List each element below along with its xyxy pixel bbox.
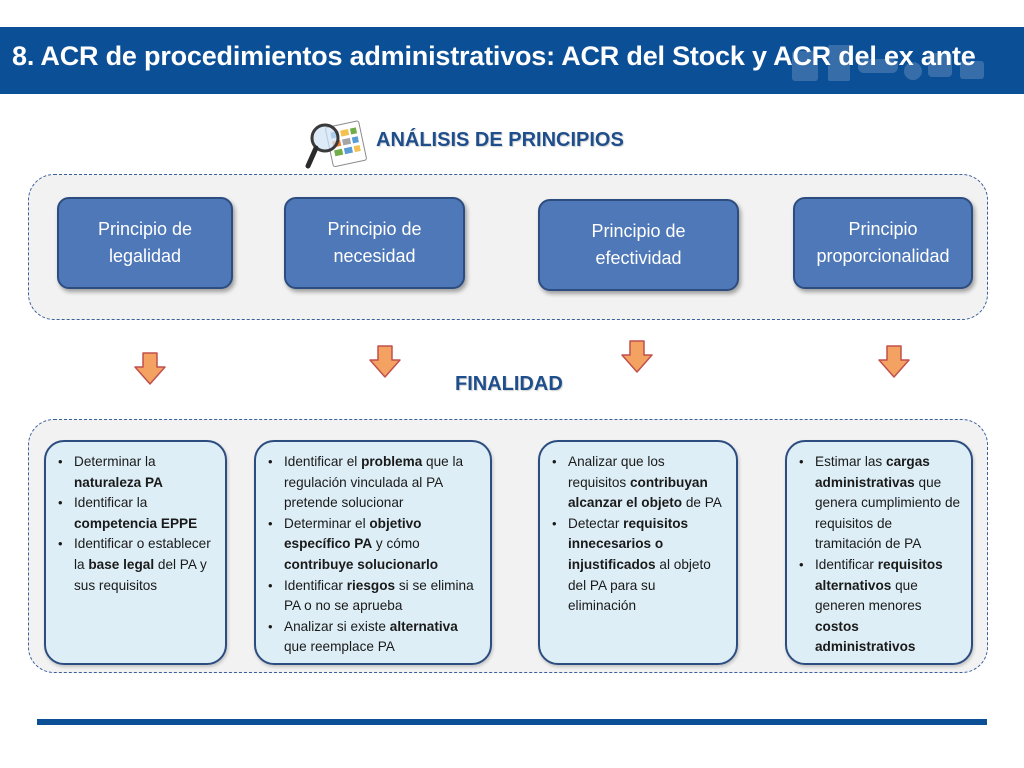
bullet-bold-text: objetivo específico PA <box>284 515 422 552</box>
footer-bar <box>37 719 987 725</box>
bullet-text: al objeto del PA para su eliminación <box>568 556 711 614</box>
bullet-bold-text: competencia EPPE <box>74 515 198 531</box>
principle-line: Principio <box>848 219 918 239</box>
principle-line: Principio de <box>591 221 686 241</box>
finalidad-card-necesidad: Identificar el problema que la regulació… <box>254 440 492 665</box>
bullet-text: y cómo <box>372 536 420 552</box>
transport-icons-decoration <box>792 45 984 81</box>
principle-line: Principio de <box>327 219 422 239</box>
bullet-text: Determinar la <box>74 454 156 469</box>
principle-line: necesidad <box>333 246 416 266</box>
bullet-item: Identificar o establecer la base legal d… <box>56 534 215 596</box>
bullet-text: del PA y sus requisitos <box>74 556 207 593</box>
bullet-bold-text: requisitos innecesarios o injustificados <box>568 515 689 572</box>
bullet-item: Detectar requisitos innecesarios o injus… <box>550 514 726 617</box>
finalidad-card-proporcionalidad: Estimar las cargas administrativas que g… <box>785 440 973 665</box>
bullet-text: Detectar <box>568 515 624 531</box>
bullet-text: Determinar el <box>284 515 370 531</box>
bullet-text: Identificar el <box>284 454 362 469</box>
down-arrow-icon <box>621 340 653 373</box>
principle-line: efectividad <box>595 248 682 268</box>
principle-necesidad-box: Principio de necesidad <box>284 197 465 289</box>
bullet-item: Determinar el objetivo específico PA y c… <box>266 514 480 576</box>
principle-legalidad-box: Principio de legalidad <box>57 197 233 289</box>
finalidad-heading: FINALIDAD <box>455 373 563 395</box>
bullet-item: Identificar requisitos alternativos que … <box>797 555 961 658</box>
principle-proporcionalidad-box: Principio proporcionalidad <box>793 197 973 289</box>
bullet-item: Identificar riesgos si se elimina PA o n… <box>266 576 480 617</box>
finalidad-card-efectividad: Analizar que los requisitos contribuyan … <box>538 440 738 665</box>
principle-line: Principio de <box>97 219 193 239</box>
bullet-text: que reemplace PA <box>284 639 395 655</box>
bullet-item: Identificar el problema que la regulació… <box>266 452 480 514</box>
principle-line: proporcionalidad <box>816 246 950 266</box>
bullet-bold-text: requisitos alternativos <box>815 556 943 593</box>
bullet-text: que la regulación vinculada al PA preten… <box>284 454 464 511</box>
bullet-text: que generen menores <box>815 577 922 614</box>
bullet-text: Identificar <box>815 556 878 572</box>
bullet-item: Analizar que los requisitos contribuyan … <box>550 452 726 514</box>
down-arrow-icon <box>369 345 401 378</box>
bullet-text: Analizar si existe <box>284 618 390 634</box>
bullet-item: Estimar las cargas administrativas que g… <box>797 452 961 555</box>
bullet-text: Identificar la <box>74 495 148 511</box>
bullet-bold-text: naturaleza PA <box>74 474 163 490</box>
principle-line: legalidad <box>108 246 182 266</box>
title-bar: 8. ACR de procedimientos administrativos… <box>0 27 1024 94</box>
bullet-bold-text: riesgos <box>346 577 396 593</box>
finalidad-card-legalidad: Determinar la naturaleza PAIdentificar l… <box>44 440 227 665</box>
bullet-bold-text: problema <box>361 454 423 469</box>
bullet-text: si se elimina PA o no se aprueba <box>284 577 474 614</box>
bullet-text: Analizar que los requisitos <box>568 454 665 490</box>
down-arrow-icon <box>134 352 166 385</box>
bullet-bold-text: contribuye solucionarlo <box>284 556 439 572</box>
bullet-bold-text: alternativa <box>389 618 458 634</box>
bullet-text: que genera cumplimiento de requisitos de… <box>815 474 961 552</box>
down-arrow-icon <box>878 345 910 378</box>
bullet-bold-text: base legal <box>88 556 155 572</box>
bullet-item: Analizar si existe alternativa que reemp… <box>266 617 480 658</box>
bullet-text: de PA <box>682 495 722 511</box>
bullet-item: Determinar la naturaleza PA <box>56 452 215 493</box>
bullet-bold-text: contribuyan alcanzar el objeto <box>568 474 708 511</box>
principle-efectividad-box: Principio de efectividad <box>538 199 739 291</box>
bullet-item: Identificar la competencia EPPE <box>56 493 215 534</box>
slide-title: 8. ACR de procedimientos administrativos… <box>12 41 976 71</box>
bullet-bold-text: cargas administrativas <box>815 454 930 490</box>
bullet-text: Identificar o establecer la <box>74 536 211 572</box>
magnifier-document-icon <box>305 120 367 169</box>
bullet-text: Estimar las <box>815 454 887 469</box>
analisis-principios-heading: ANÁLISIS DE PRINCIPIOS <box>376 129 624 151</box>
bullet-text: Identificar <box>284 577 347 593</box>
bullet-bold-text: costos administrativos <box>815 618 916 655</box>
